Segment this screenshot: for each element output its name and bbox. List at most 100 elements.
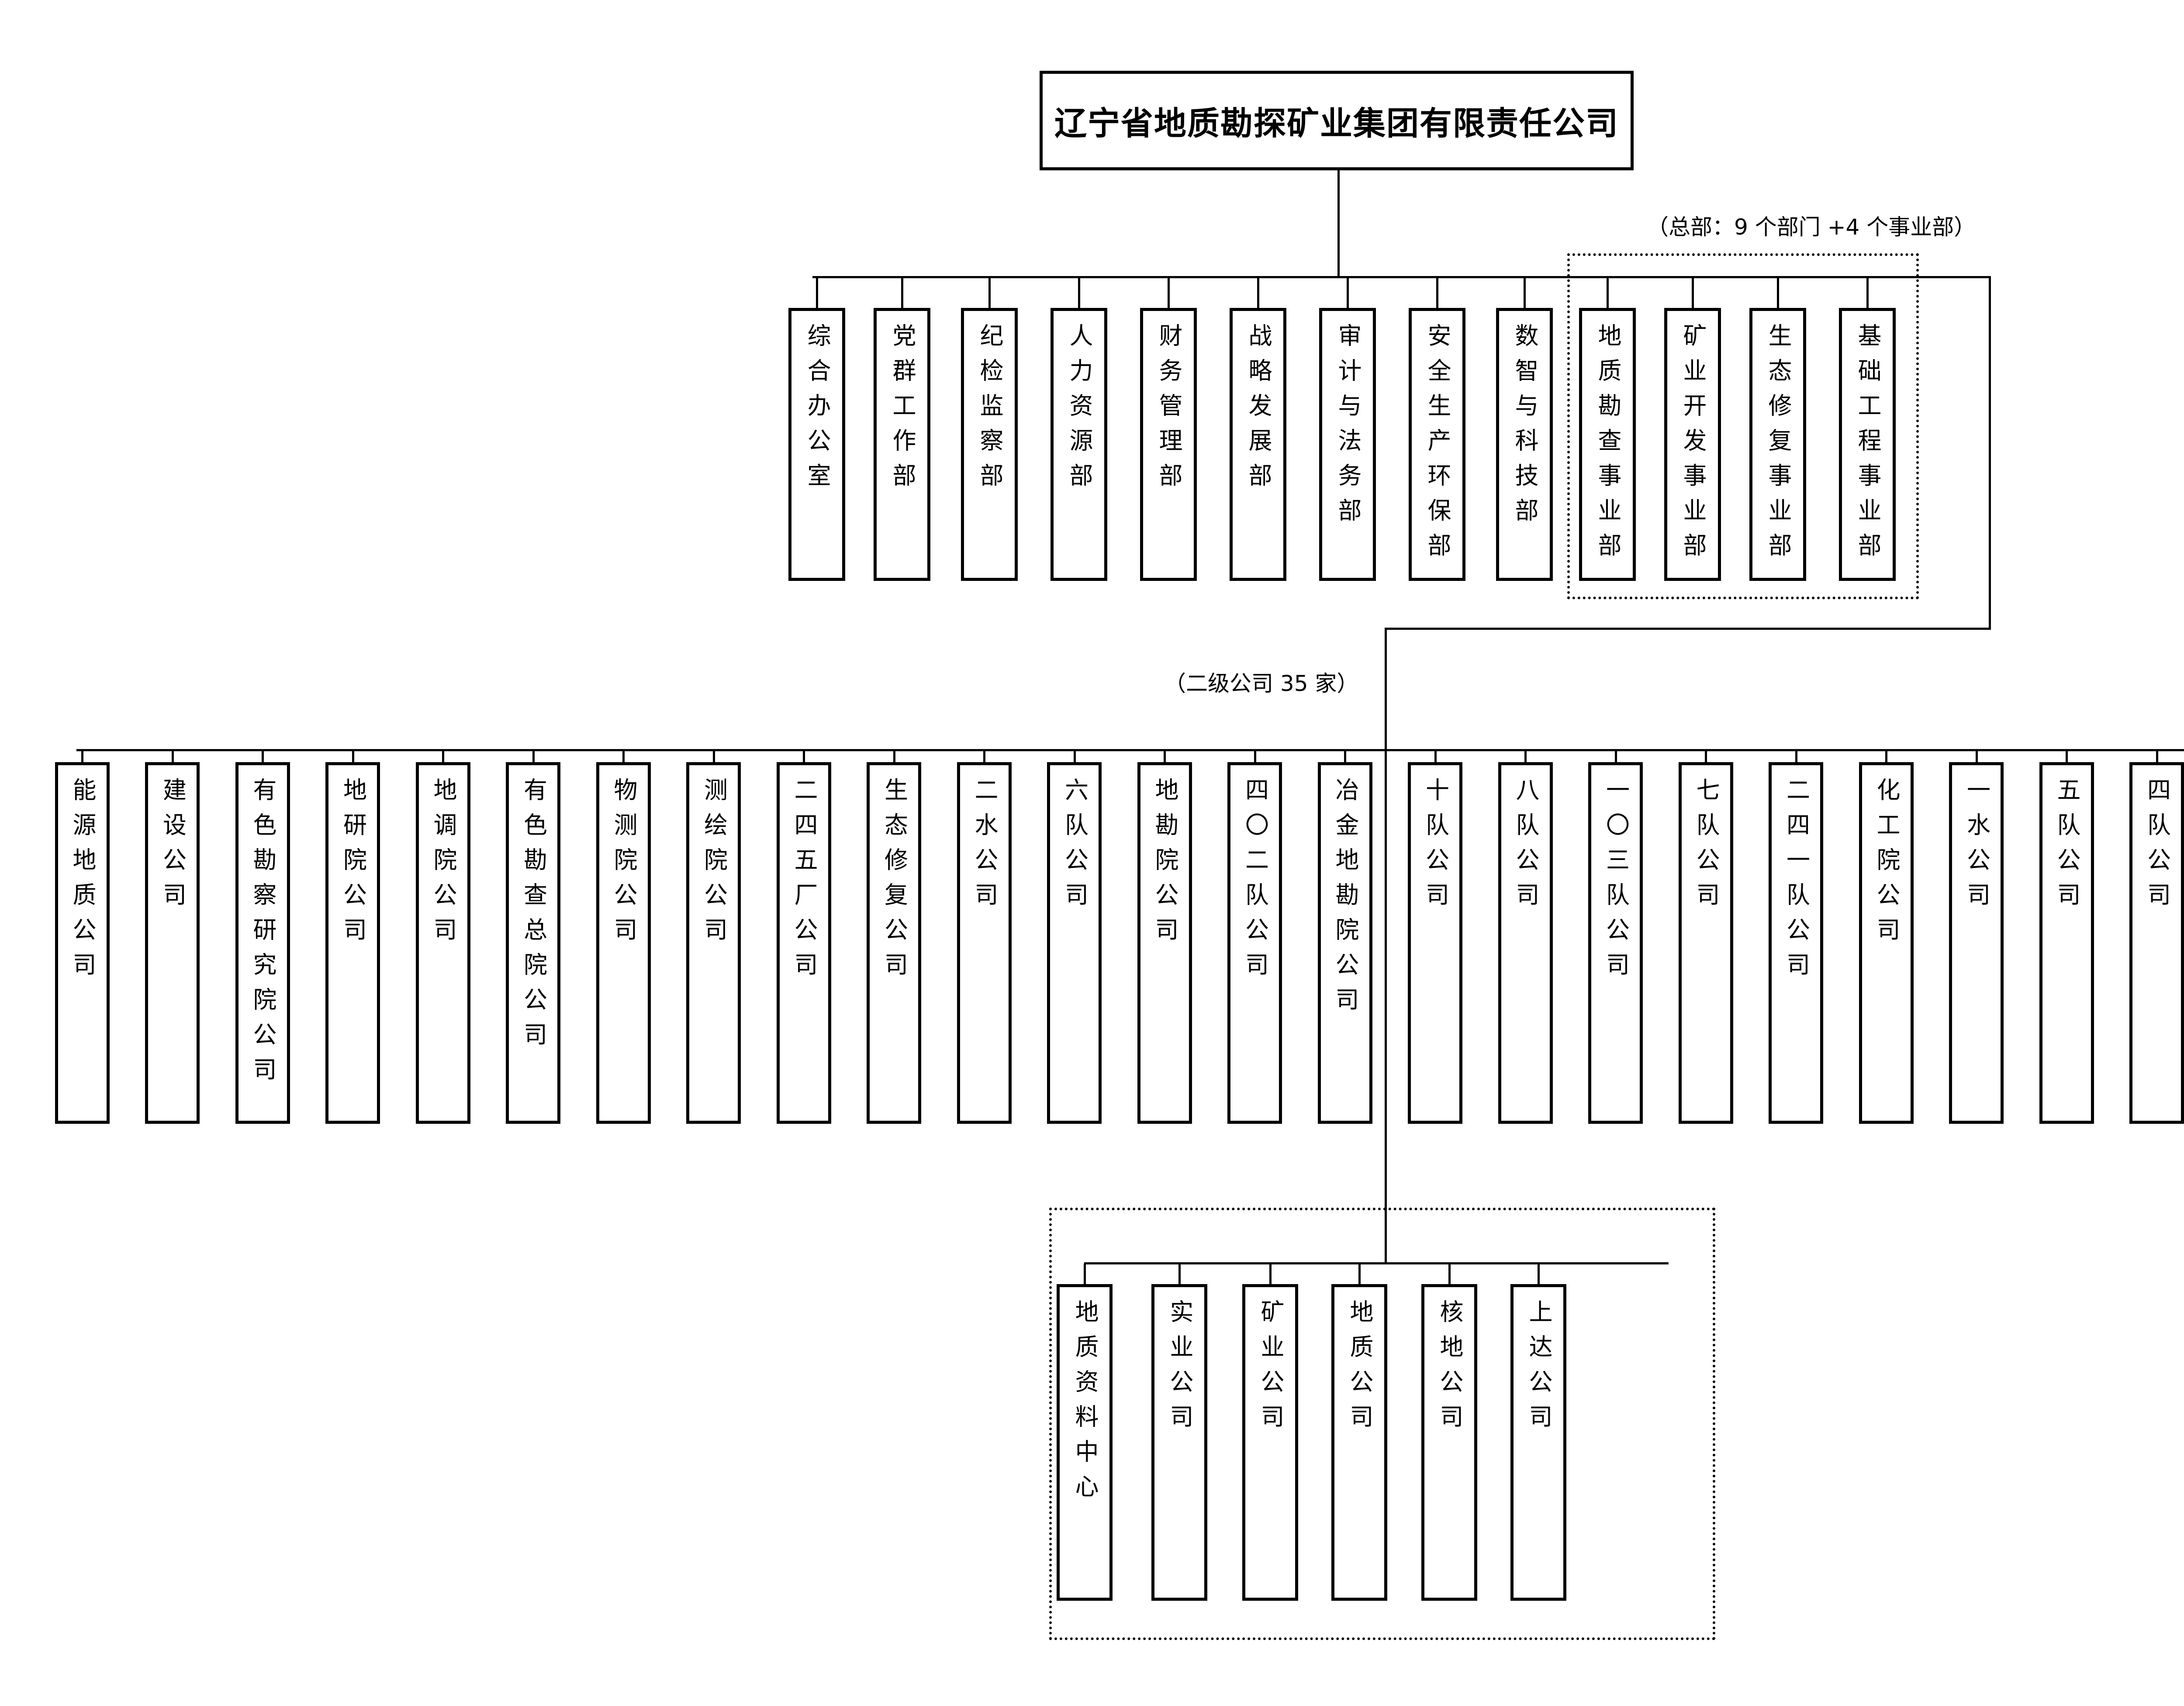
subsidiary-box-label: 四〇二队公司 (1241, 777, 1269, 987)
connector (803, 750, 805, 762)
affiliate-box-label: 上达公司 (1525, 1299, 1552, 1439)
subsidiary-box-label: 化工院公司 (1873, 777, 1900, 952)
connector (1178, 1264, 1181, 1284)
subsidiary-box-label: 一〇三队公司 (1602, 777, 1630, 987)
subsidiary-box: 六队公司 (1047, 762, 1102, 1124)
subsidiary-box: 四〇二队公司 (1227, 762, 1282, 1124)
subsidiary-box-label: 测绘院公司 (700, 777, 728, 952)
subsidiary-box-label: 五队公司 (2053, 777, 2080, 917)
subsidiary-box-label: 有色勘察研究院公司 (249, 777, 276, 1092)
connector (1168, 277, 1170, 308)
subsidiary-box-label: 物测院公司 (610, 777, 637, 952)
connector (532, 750, 535, 762)
affiliate-box-label: 地质公司 (1346, 1299, 1373, 1439)
subsidiary-box-label: 能源地质公司 (69, 777, 96, 987)
root-company-title: 辽宁省地质勘探矿业集团有限责任公司 (1054, 104, 1619, 142)
subsidiary-box: 化工院公司 (1859, 762, 1914, 1124)
subsidiary-box: 生态修复公司 (867, 762, 921, 1124)
connector (1078, 277, 1080, 308)
subsidiary-box: 冶金地勘院公司 (1317, 762, 1372, 1124)
connector (1692, 277, 1694, 308)
connector (81, 750, 83, 762)
business-unit-box: 生态修复事业部 (1749, 308, 1806, 581)
department-box-label: 人力资源部 (1065, 323, 1093, 498)
connector (1254, 750, 1256, 762)
connector (1795, 750, 1797, 762)
connector (1885, 750, 1887, 762)
subsidiary-box-label: 六队公司 (1061, 777, 1089, 917)
connector (1705, 750, 1707, 762)
connector (1257, 277, 1259, 308)
business-unit-box-label: 地质勘查事业部 (1594, 323, 1621, 568)
connector (983, 750, 985, 762)
connector (901, 277, 903, 308)
affiliate-box: 上达公司 (1510, 1284, 1566, 1601)
business-unit-box-label: 基础工程事业部 (1854, 323, 1881, 568)
department-box-label: 数智与科技部 (1511, 323, 1538, 533)
subsidiary-trunk-right (1989, 276, 1991, 630)
connector (1448, 1264, 1451, 1284)
subsidiary-box: 地勘院公司 (1137, 762, 1192, 1124)
connector (262, 750, 264, 762)
connector (2156, 750, 2158, 762)
department-box: 数智与科技部 (1496, 308, 1553, 581)
subsidiary-box: 二水公司 (957, 762, 1012, 1124)
business-unit-box-label: 生态修复事业部 (1764, 323, 1792, 568)
subsidiary-box: 物测院公司 (596, 762, 651, 1124)
business-unit-box-label: 矿业开发事业部 (1679, 323, 1707, 568)
subsidiary-box: 一〇三队公司 (1588, 762, 1643, 1124)
subsidiary-box-label: 七队公司 (1692, 777, 1720, 917)
department-box-label: 战略发展部 (1244, 323, 1272, 498)
affiliate-box: 核地公司 (1421, 1284, 1477, 1601)
subsidiary-box-label: 四队公司 (2143, 777, 2171, 917)
connector (1073, 750, 1076, 762)
subsidiary-box: 二四一队公司 (1769, 762, 1823, 1124)
subsidiary-box-label: 地研院公司 (339, 777, 367, 952)
connector (442, 750, 444, 762)
department-box-label: 审计与法务部 (1334, 323, 1362, 533)
subsidiary-box-label: 二四五厂公司 (790, 777, 818, 987)
subsidiary-box: 测绘院公司 (686, 762, 741, 1124)
headquarters-bar (812, 276, 1991, 278)
department-box-label: 纪检监察部 (976, 323, 1003, 498)
connector (1164, 750, 1166, 762)
connector (1434, 750, 1437, 762)
affiliate-box-label: 地质资料中心 (1071, 1299, 1099, 1509)
subsidiary-box-label: 八队公司 (1512, 777, 1539, 917)
connector (1084, 1264, 1086, 1284)
subsidiaries-bar (76, 749, 2184, 751)
connector (1866, 277, 1869, 308)
connector (1524, 750, 1527, 762)
business-unit-box: 基础工程事业部 (1839, 308, 1896, 581)
subsidiary-box: 地调院公司 (415, 762, 470, 1124)
headquarters-note: （总部：9 个部门 +4 个事业部） (1647, 214, 1976, 240)
connector (1344, 750, 1346, 762)
subsidiary-box-label: 建设公司 (159, 777, 187, 917)
affiliate-box-label: 实业公司 (1166, 1299, 1193, 1439)
subsidiary-box-label: 十队公司 (1421, 777, 1449, 917)
connector (1269, 1264, 1272, 1284)
business-unit-box: 地质勘查事业部 (1579, 308, 1636, 581)
subsidiary-box-label: 生态修复公司 (880, 777, 908, 987)
subsidiary-box: 一水公司 (1949, 762, 2004, 1124)
department-box: 审计与法务部 (1319, 308, 1376, 581)
subsidiary-trunk-down (1385, 628, 1387, 1264)
connector (1975, 750, 1978, 762)
subsidiary-box-label: 有色勘查总院公司 (519, 777, 547, 1057)
business-units-frame (1567, 253, 1919, 599)
root-company-box: 辽宁省地质勘探矿业集团有限责任公司 (1040, 71, 1634, 170)
affiliate-box: 地质资料中心 (1057, 1284, 1113, 1601)
connector (816, 277, 818, 308)
subsidiary-box: 地研院公司 (325, 762, 380, 1124)
metallurgy-group-bar (1084, 1262, 1669, 1264)
subsidiary-box: 二四五厂公司 (776, 762, 831, 1124)
subsidiary-trunk-horizontal (1385, 628, 1991, 630)
department-box: 战略发展部 (1230, 308, 1286, 581)
subsidiary-box-label: 二四一队公司 (1782, 777, 1810, 987)
metallurgy-group-frame (1049, 1208, 1715, 1640)
subsidiary-box-label: 地勘院公司 (1151, 777, 1178, 952)
department-box: 安全生产环保部 (1409, 308, 1465, 581)
department-box-label: 安全生产环保部 (1424, 323, 1451, 568)
affiliate-box-label: 核地公司 (1436, 1299, 1463, 1439)
connector (712, 750, 715, 762)
